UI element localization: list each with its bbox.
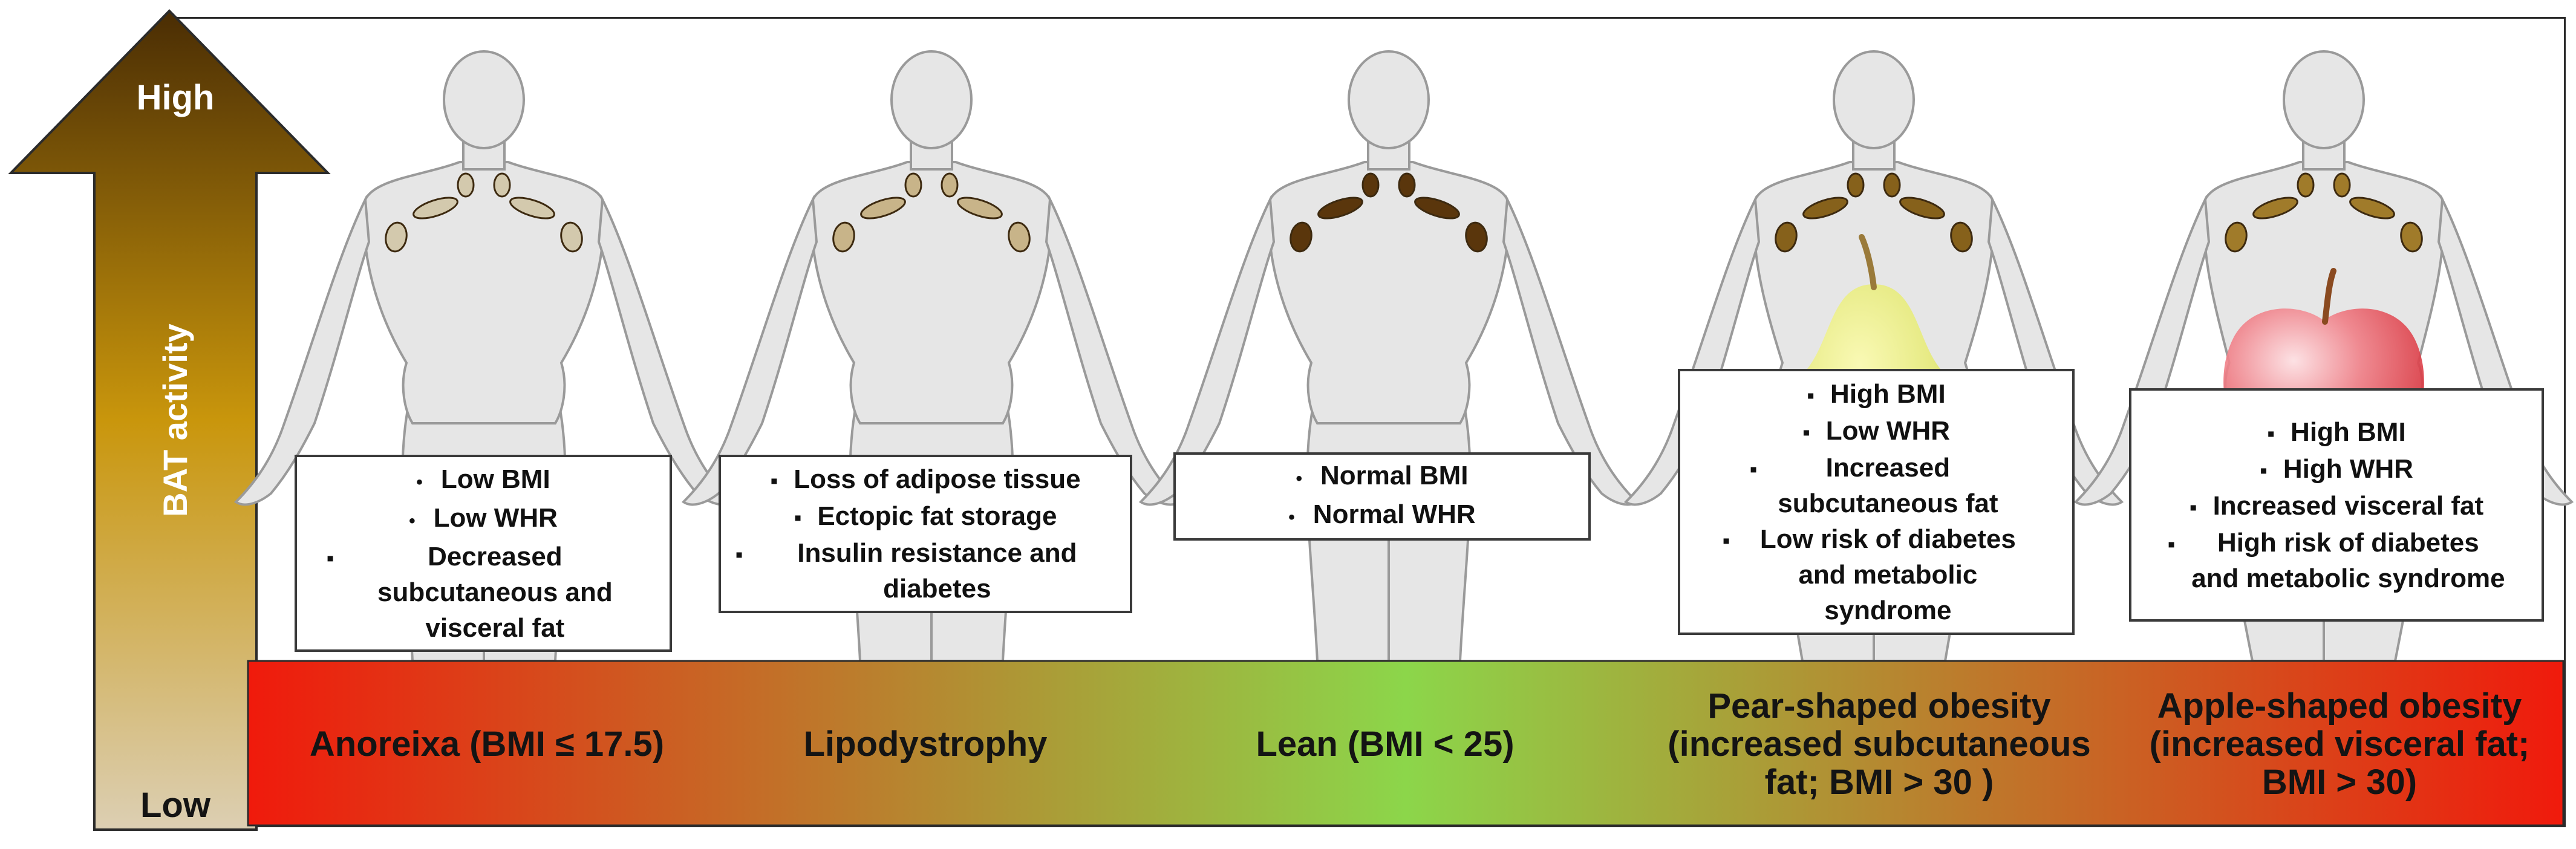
info-bullet: Low BMI xyxy=(327,461,641,500)
bat-deposit xyxy=(457,172,475,198)
bat-deposit xyxy=(904,172,922,198)
condition-label-lean: Lean (BMI < 25) xyxy=(1256,724,1515,764)
info-bullet: Decreased subcutaneous and visceral fat xyxy=(327,539,641,646)
condition-spectrum-bar xyxy=(247,660,2565,827)
info-bullet-text: High risk of diabetes and metabolic synd… xyxy=(2191,527,2505,593)
bat-deposit xyxy=(1008,221,1031,253)
bat-activity-arrow xyxy=(8,9,331,831)
info-box-pear-obesity: High BMI Low WHR Increased subcutaneous … xyxy=(1678,369,2075,635)
bat-deposit xyxy=(1802,197,1848,220)
axis-low-label: Low xyxy=(140,786,210,825)
bat-deposit xyxy=(941,172,959,198)
info-bullet: High BMI xyxy=(1723,376,2030,413)
info-bullet: High BMI xyxy=(2168,414,2506,451)
bat-deposit xyxy=(860,197,906,220)
bat-deposit xyxy=(412,197,458,220)
bat-deposit xyxy=(1414,197,1460,220)
info-bullet: Insulin resistance and diabetes xyxy=(735,535,1116,607)
arrow-shape xyxy=(8,9,331,831)
info-bullet: Increased subcutaneous fat xyxy=(1723,450,2030,521)
info-bullet: Ectopic fat storage xyxy=(735,498,1116,535)
figure-head xyxy=(890,50,973,149)
info-box-lean: Normal BMI Normal WHR xyxy=(1173,452,1591,541)
info-bullet: Loss of adipose tissue xyxy=(735,461,1116,498)
figure-right-arm xyxy=(1987,195,2124,506)
info-bullet-text: Insulin resistance and diabetes xyxy=(797,538,1077,603)
bat-deposit xyxy=(1290,221,1312,253)
figure-left-arm xyxy=(1138,195,1276,506)
bat-deposit xyxy=(493,172,511,198)
figure-head xyxy=(2283,50,2365,149)
figure-torso xyxy=(1268,161,1510,424)
info-box-anorexia: Low BMI Low WHR Decreased subcutaneous a… xyxy=(295,455,672,652)
bat-deposit xyxy=(1398,172,1416,198)
info-box-apple-obesity: High BMI High WHR Increased visceral fat… xyxy=(2129,388,2544,622)
bat-deposit xyxy=(1847,172,1865,198)
bat-deposit xyxy=(1883,172,1901,198)
figure-right-arm xyxy=(1045,195,1182,506)
bat-deposit xyxy=(1950,221,1973,253)
condition-label-lipodystrophy: Lipodystrophy xyxy=(803,724,1048,764)
pear-stem-icon xyxy=(1859,234,1877,290)
info-bullet: Low WHR xyxy=(1723,413,2030,450)
info-bullet: Normal WHR xyxy=(1288,496,1476,535)
bat-deposit xyxy=(2297,172,2315,198)
bat-deposit xyxy=(2252,197,2298,220)
axis-high-label: High xyxy=(136,78,215,117)
bat-deposit xyxy=(2333,172,2351,198)
condition-label-apple-obesity: Apple-shaped obesity (increased visceral… xyxy=(2149,686,2530,802)
figure-head xyxy=(1833,50,1915,149)
bat-deposit xyxy=(1361,172,1380,198)
condition-label-pear-obesity: Pear-shaped obesity (increased subcutane… xyxy=(1668,686,2091,802)
info-bullet: Normal BMI xyxy=(1288,458,1475,496)
bat-deposit xyxy=(1899,197,1945,220)
info-bullet: Low WHR xyxy=(327,500,641,539)
condition-label-anorexia: Anoreixa (BMI ≤ 17.5) xyxy=(309,724,665,764)
info-bullet: High WHR xyxy=(2168,451,2506,488)
figure-head xyxy=(1348,50,1430,149)
bat-deposit xyxy=(832,221,855,253)
bat-deposit xyxy=(957,197,1003,220)
figure-left-arm xyxy=(1623,195,1761,506)
figure-right-arm xyxy=(1502,195,1639,506)
bat-deposit xyxy=(385,221,408,253)
figure-left-arm xyxy=(681,195,818,506)
figure-left-arm xyxy=(233,195,371,506)
bat-deposit xyxy=(1775,221,1798,253)
bat-deposit xyxy=(2400,221,2423,253)
info-box-lipodystrophy: Loss of adipose tissue Ectopic fat stora… xyxy=(719,455,1132,613)
info-bullet-text: Increased subcutaneous fat xyxy=(1778,452,1998,518)
figure-head xyxy=(443,50,525,149)
info-bullet: High risk of diabetes and metabolic synd… xyxy=(2168,525,2506,596)
figure-right-arm xyxy=(2437,195,2574,506)
bat-deposit xyxy=(1317,197,1363,220)
info-bullet-text: Decreased subcutaneous and visceral fat xyxy=(377,541,613,643)
figure-3 xyxy=(1138,50,1639,662)
figure-torso xyxy=(810,161,1052,424)
bat-deposit xyxy=(2349,197,2395,220)
figure-left-arm xyxy=(2073,195,2211,506)
info-bullet: Increased visceral fat xyxy=(2168,488,2506,525)
info-bullet-text: Low risk of diabetes and metabolic syndr… xyxy=(1759,524,2016,625)
figure-torso xyxy=(363,161,605,424)
info-bullet: Low risk of diabetes and metabolic syndr… xyxy=(1723,521,2030,628)
bat-deposit xyxy=(2225,221,2248,253)
apple-stem-icon xyxy=(2322,268,2336,325)
bat-deposit xyxy=(509,197,555,220)
bat-deposit xyxy=(560,221,583,253)
bat-deposit xyxy=(1465,221,1488,253)
